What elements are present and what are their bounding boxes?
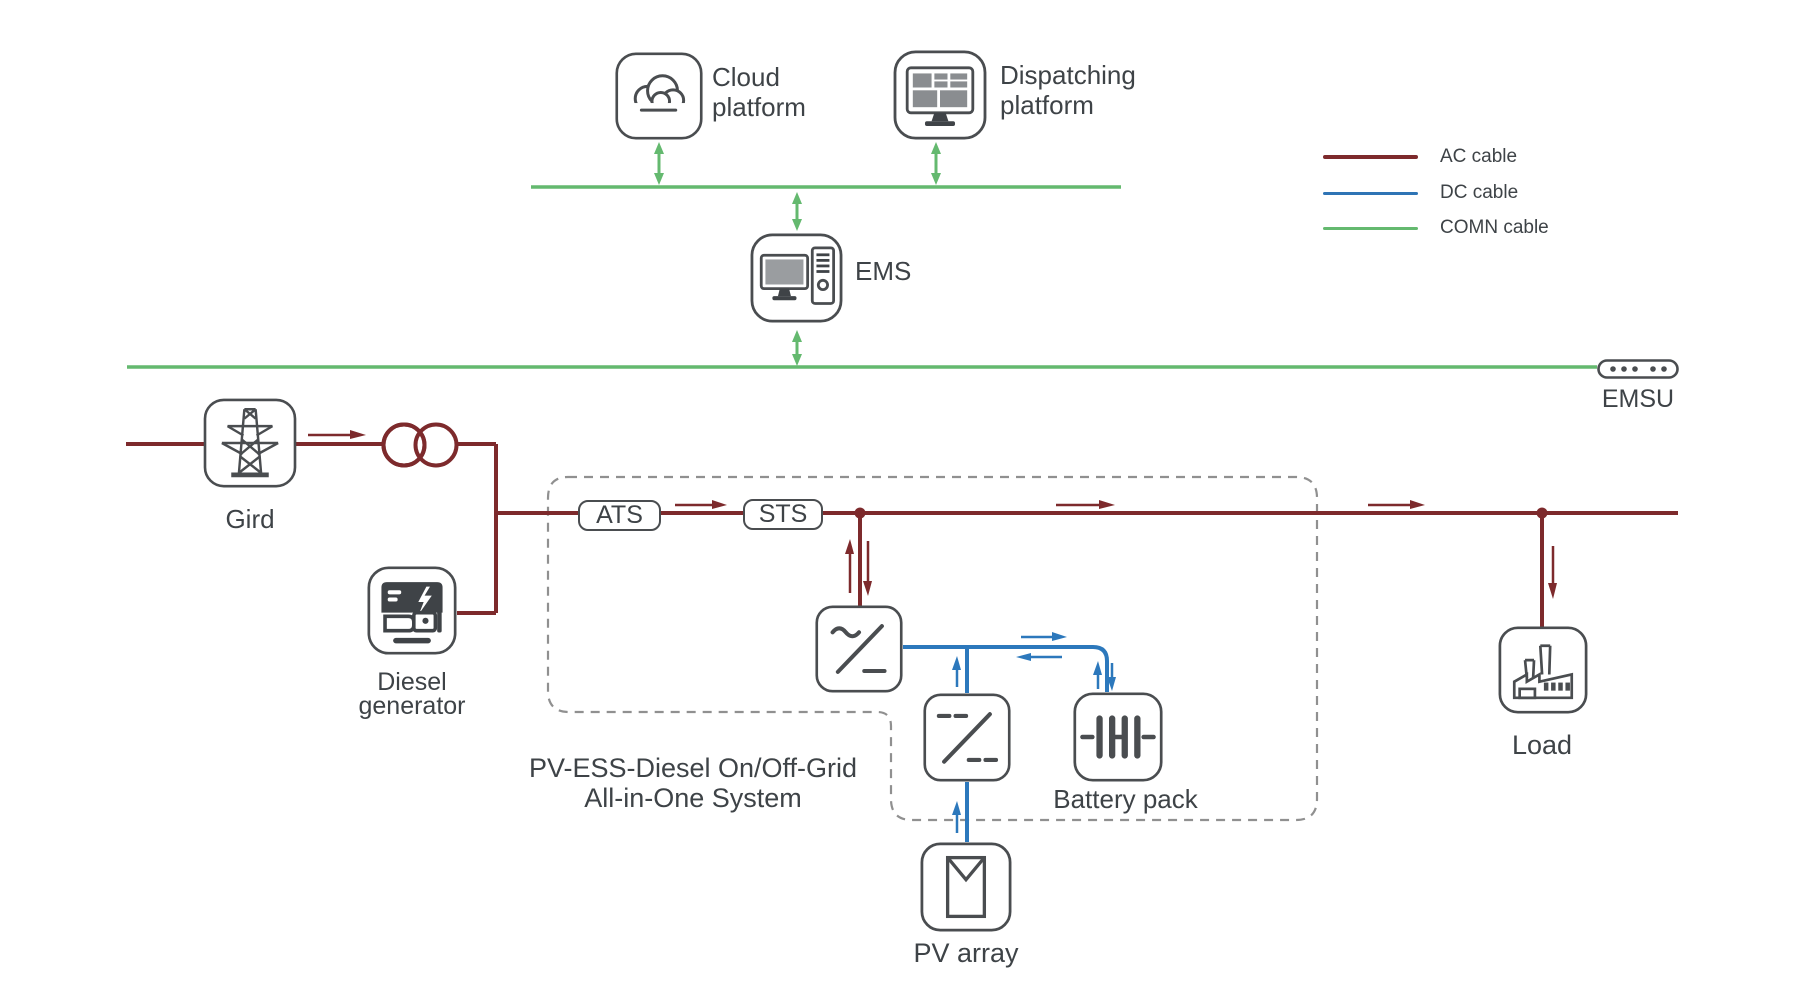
dcdc-converter-icon xyxy=(923,693,1011,782)
ems-label: EMS xyxy=(855,256,912,286)
transformer-icon xyxy=(381,422,459,468)
dc-cable-swatch xyxy=(1323,191,1418,195)
grid-icon xyxy=(203,398,297,488)
battery-cells-icon xyxy=(1080,715,1156,759)
sts-label: STS xyxy=(758,500,808,528)
dispatching-platform-label: Dispatching platform xyxy=(1000,60,1136,120)
inverter-icon xyxy=(815,605,903,693)
diesel-generator-icon xyxy=(367,566,457,655)
ats-box: ATS xyxy=(578,500,661,531)
ems-icon xyxy=(750,233,843,323)
legend-label-dc: DC cable xyxy=(1440,182,1519,203)
emsu-icon xyxy=(1597,359,1679,379)
legend-label-comn: COMN cable xyxy=(1440,217,1549,238)
load-label: Load xyxy=(1511,730,1573,760)
load-icon xyxy=(1498,626,1588,714)
dc-flow-arrows xyxy=(952,632,1116,833)
comn-cables xyxy=(127,142,1597,369)
diesel-generator-label: Diesel generator xyxy=(358,668,466,720)
legend-label-ac: AC cable xyxy=(1440,146,1518,167)
legend-item-ac: AC cable xyxy=(1323,146,1517,168)
dc-cables xyxy=(903,645,1109,842)
factory-icon xyxy=(1512,644,1574,700)
legend-item-comn: COMN cable xyxy=(1323,217,1549,239)
ac-flow-arrows xyxy=(308,430,1557,599)
ac-cables xyxy=(126,442,1678,627)
ats-label: ATS xyxy=(596,501,643,529)
dashboard-monitor-icon xyxy=(905,66,975,126)
comn-cable-swatch xyxy=(1323,226,1418,230)
legend-item-dc: DC cable xyxy=(1323,182,1518,204)
battery-pack-label: Battery pack xyxy=(1053,784,1198,814)
sts-box: STS xyxy=(743,499,823,530)
emsu-label: EMSU xyxy=(1601,385,1675,413)
transmission-tower-icon xyxy=(221,408,279,478)
pv-array-label: PV array xyxy=(913,938,1019,968)
dispatching-platform-icon xyxy=(893,50,987,140)
battery-pack-icon xyxy=(1073,692,1163,782)
computer-icon xyxy=(759,246,836,305)
cloud-icon xyxy=(633,74,686,118)
ac-cable-swatch xyxy=(1323,155,1418,159)
system-boundary-label: PV-ESS-Diesel On/Off-Grid All-in-One Sys… xyxy=(528,753,858,813)
system-boundary-dashed-box xyxy=(546,475,1319,822)
generator-icon xyxy=(381,582,443,644)
cloud-platform-icon xyxy=(615,52,703,140)
ac-junction-dots xyxy=(854,507,1548,519)
cloud-platform-label: Cloud platform xyxy=(712,62,806,122)
grid-label: Gird xyxy=(225,504,275,534)
pv-array-icon xyxy=(920,842,1012,932)
